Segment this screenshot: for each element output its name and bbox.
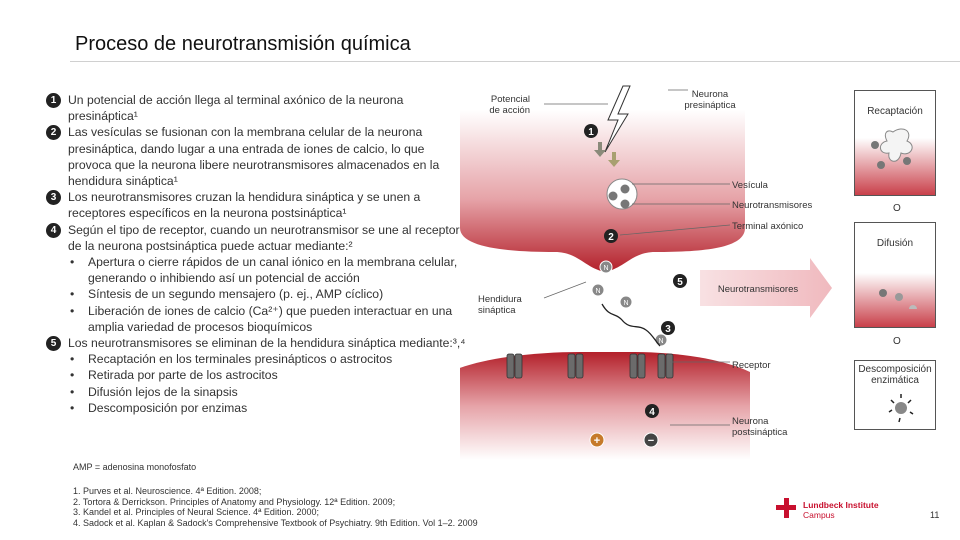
svg-text:Potencial: Potencial <box>491 94 530 105</box>
step-text-5: Los neurotransmisores se eliminan de la … <box>68 336 466 350</box>
svg-text:Terminal axónico: Terminal axónico <box>732 221 803 232</box>
svg-text:Hendidura: Hendidura <box>478 294 523 305</box>
diffusion-label: Difusión <box>855 238 935 249</box>
diffusion-box: Difusión <box>854 222 936 328</box>
steps-list: 1 Un potencial de acción llega al termin… <box>46 92 466 416</box>
astrocyte-icon <box>855 117 935 177</box>
reference-item: 3. Kandel et al. Principles of Neural Sc… <box>73 507 478 518</box>
vesicle <box>607 179 637 209</box>
step-text-3: Los neurotransmisores cruzan la hendidur… <box>68 190 420 220</box>
neurotransmitter-letter: N <box>603 265 608 272</box>
diffusion-icon <box>855 249 935 309</box>
svg-text:postsináptica: postsináptica <box>732 427 788 438</box>
step4-bullet: •Síntesis de un segundo mensajero (p. ej… <box>46 286 466 302</box>
enzyme-icon <box>855 386 935 428</box>
step-number-3: 3 <box>46 190 61 205</box>
reference-item: 2. Tortora & Derrickson. Principles of A… <box>73 497 478 508</box>
reference-item: 1. Purves et al. Neuroscience. 4ª Editio… <box>73 486 478 497</box>
svg-text:Vesícula: Vesícula <box>732 180 769 191</box>
step4-bullet: •Apertura o cierre rápidos de un canal i… <box>46 254 466 286</box>
logo-text: Lundbeck Institute Campus <box>803 500 879 520</box>
step-3: 3 Los neurotransmisores cruzan la hendid… <box>46 189 466 221</box>
abbreviation-note: AMP = adenosina monofosfato <box>73 462 196 472</box>
step5-bullet: •Difusión lejos de la sinapsis <box>46 384 466 400</box>
step5-bullet: •Descomposición por enzimas <box>46 400 466 416</box>
reuptake-box: Recaptación <box>854 90 936 196</box>
lundbeck-logo <box>775 497 797 519</box>
svg-text:4: 4 <box>649 407 655 418</box>
or-separator: O <box>893 203 901 214</box>
step-text-2: Las vesículas se fusionan con la membran… <box>68 125 439 188</box>
postsynaptic-neuron <box>460 352 750 460</box>
diffusion-path <box>602 304 660 346</box>
title-divider <box>70 61 960 62</box>
neurotransmitter-letter: N <box>658 338 663 345</box>
svg-text:Neurona: Neurona <box>692 89 729 100</box>
step-number-2: 2 <box>46 125 61 140</box>
step-text-1: Un potencial de acción llega al terminal… <box>68 93 403 123</box>
svg-text:de acción: de acción <box>489 105 530 116</box>
svg-text:1: 1 <box>588 127 594 138</box>
svg-text:sináptica: sináptica <box>478 305 516 316</box>
svg-text:5: 5 <box>677 277 683 288</box>
step-2: 2 Las vesículas se fusionan con la membr… <box>46 124 466 189</box>
reuptake-label: Recaptación <box>855 106 935 117</box>
svg-text:Neurotransmisores: Neurotransmisores <box>732 200 812 211</box>
svg-text:2: 2 <box>608 232 614 243</box>
page-title: Proceso de neurotransmisión química <box>75 33 411 56</box>
references: 1. Purves et al. Neuroscience. 4ª Editio… <box>73 486 478 528</box>
step-text-4: Según el tipo de receptor, cuando un neu… <box>68 223 460 253</box>
step5-bullet: •Retirada por parte de los astrocitos <box>46 367 466 383</box>
svg-text:Neurona: Neurona <box>732 416 769 427</box>
svg-text:−: − <box>648 435 654 447</box>
neurotransmitter-letter: N <box>595 288 600 295</box>
svg-text:+: + <box>594 435 600 447</box>
svg-text:presináptica: presináptica <box>684 100 736 111</box>
page-number: 11 <box>930 510 939 520</box>
step-number-4: 4 <box>46 223 61 238</box>
svg-text:3: 3 <box>665 324 671 335</box>
step-4: 4 Según el tipo de receptor, cuando un n… <box>46 222 466 254</box>
presynaptic-terminal <box>460 110 745 272</box>
step-5: 5 Los neurotransmisores se eliminan de l… <box>46 335 466 351</box>
step5-bullet: •Recaptación en los terminales presinápt… <box>46 351 466 367</box>
step4-bullet: •Liberación de iones de calcio (Ca²⁺) qu… <box>46 303 466 335</box>
svg-text:Neurotransmisores: Neurotransmisores <box>718 284 798 295</box>
step-number-1: 1 <box>46 93 61 108</box>
step-1: 1 Un potencial de acción llega al termin… <box>46 92 466 124</box>
reference-item: 4. Sadock et al. Kaplan & Sadock's Compr… <box>73 518 478 529</box>
or-separator: O <box>893 336 901 347</box>
step-number-5: 5 <box>46 336 61 351</box>
neurotransmitter <box>592 261 667 346</box>
svg-text:Receptor: Receptor <box>732 360 771 371</box>
neurotransmitter-letter: N <box>623 300 628 307</box>
